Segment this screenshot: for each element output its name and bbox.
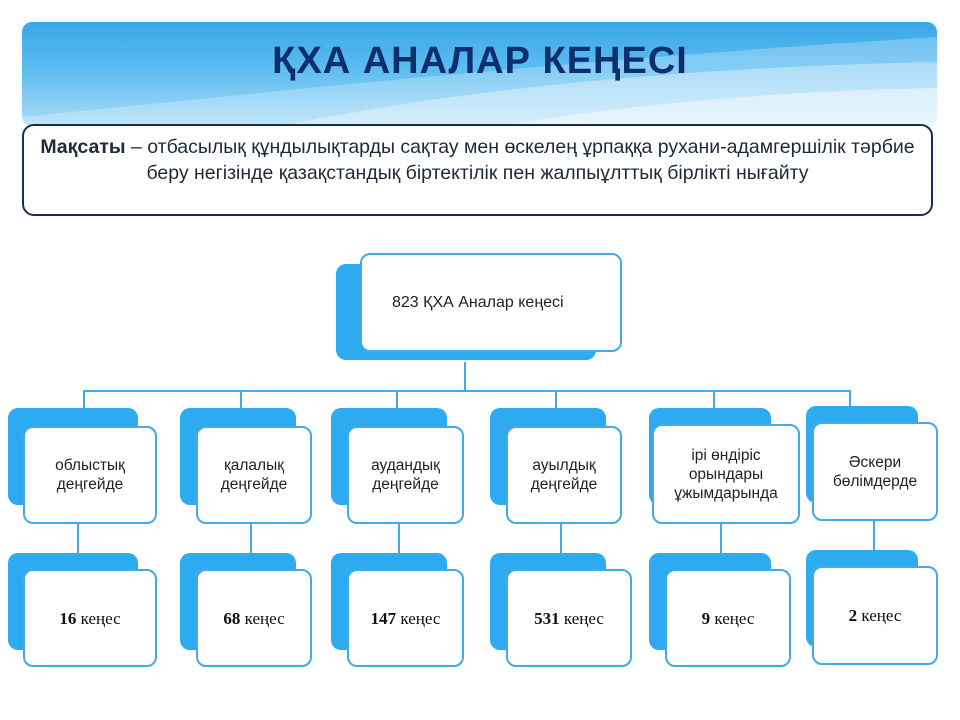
level-label: аудандық деңгейде	[371, 457, 440, 493]
level-node: қалалық деңгейде	[196, 426, 312, 524]
count-node: 2 кеңес	[812, 566, 938, 665]
header-banner	[22, 22, 937, 126]
level-connector	[250, 524, 252, 554]
level-label: облыстық деңгейде	[55, 457, 125, 493]
count-unit: кеңес	[76, 608, 121, 628]
branch-connector-4	[555, 390, 557, 410]
level-node: облыстық деңгейде	[23, 426, 157, 524]
branch-connector-3	[396, 390, 398, 410]
branch-connector-6	[849, 390, 851, 408]
level-label: ірі өндіріс орындары ұжымдарында	[674, 446, 778, 502]
count-node: 16 кеңес	[23, 569, 157, 667]
root-node-label: 823 ҚХА Аналар кеңесі	[392, 294, 564, 311]
count-node: 9 кеңес	[665, 569, 791, 667]
count-value: 2	[848, 606, 858, 625]
page-title: ҚХА АНАЛАР КЕҢЕСІ	[272, 40, 688, 82]
count-value: 9	[701, 608, 711, 628]
level-connector	[560, 524, 562, 554]
level-label: қалалық деңгейде	[220, 457, 288, 493]
level-node: ірі өндіріс орындары ұжымдарында	[652, 424, 800, 524]
goal-text: – отбасылық құндылықтарды сақтау мен өск…	[125, 136, 915, 184]
branch-connector-5	[713, 390, 715, 410]
root-node: 823 ҚХА Аналар кеңесі	[360, 253, 622, 352]
level-label: Әскери бөлімдерде	[832, 453, 918, 490]
count-value: 16	[59, 608, 77, 628]
branch-connector-2	[240, 390, 242, 410]
level-connector	[77, 524, 79, 554]
level-connector	[720, 524, 722, 554]
count-node: 531 кеңес	[506, 569, 632, 667]
count-node: 147 кеңес	[347, 569, 464, 667]
goal-box: Мақсаты – отбасылық құндылықтарды сақтау…	[22, 124, 933, 216]
level-label: ауылдық деңгейде	[530, 457, 598, 493]
level-node: ауылдық деңгейде	[506, 426, 622, 524]
root-connector	[464, 362, 466, 391]
count-value: 147	[370, 608, 397, 628]
level-connector	[398, 524, 400, 554]
count-unit: кеңес	[240, 608, 285, 628]
horizontal-connector	[83, 390, 851, 392]
wave-decoration	[22, 37, 937, 126]
level-connector	[873, 521, 875, 551]
count-unit: кеңес	[559, 608, 604, 628]
goal-label: Мақсаты	[40, 136, 126, 158]
count-unit: кеңес	[396, 608, 441, 628]
level-node: аудандық деңгейде	[347, 426, 464, 524]
count-value: 531	[534, 608, 560, 628]
count-value: 68	[223, 608, 241, 628]
level-node: Әскери бөлімдерде	[812, 422, 938, 521]
count-unit: кеңес	[710, 608, 755, 628]
count-unit: кеңес	[857, 606, 902, 625]
branch-connector-1	[83, 390, 85, 410]
count-node: 68 кеңес	[196, 569, 312, 667]
